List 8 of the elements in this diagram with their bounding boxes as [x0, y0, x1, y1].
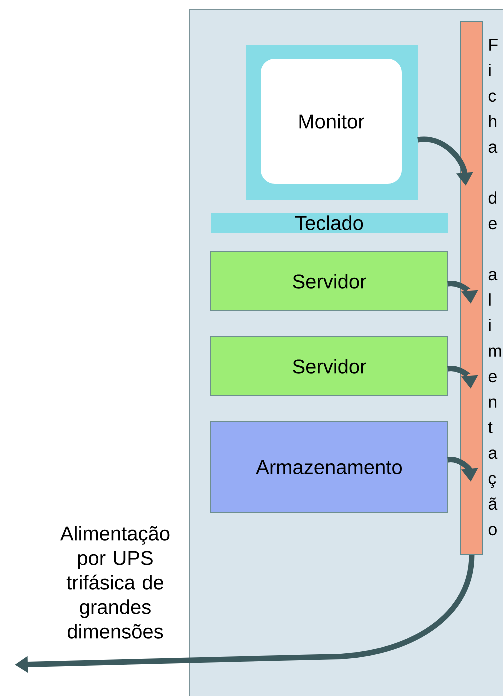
power-strip: [460, 22, 484, 556]
power-strip-label: Ficha de alimentação: [488, 39, 502, 536]
storage-box: Armazenamento: [210, 422, 448, 514]
server-box: Servidor: [210, 252, 448, 312]
keyboard-bar: Teclado: [211, 213, 448, 233]
server-box: Servidor: [210, 336, 448, 396]
monitor-screen: Monitor: [261, 59, 402, 184]
ups-label: Alimentação por UPS trifásica de grandes dimensões: [60, 526, 170, 639]
